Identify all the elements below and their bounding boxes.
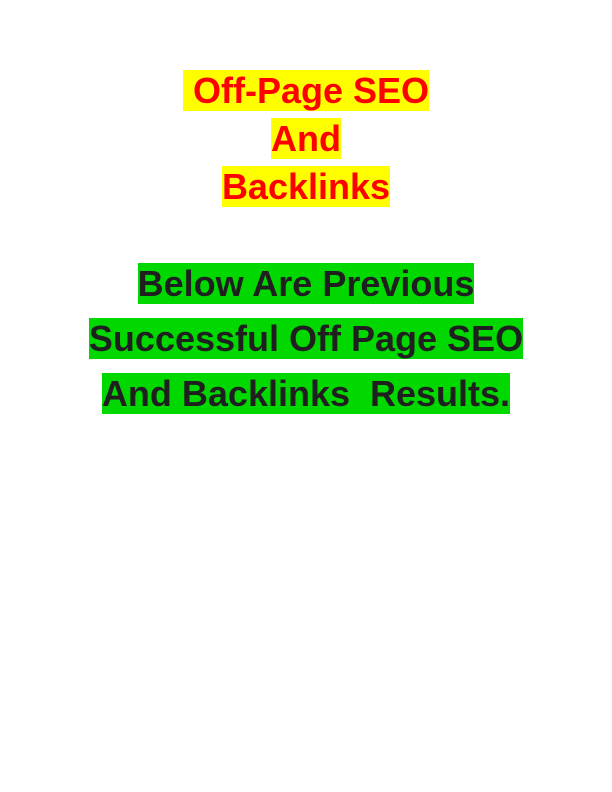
title-line: And (0, 115, 612, 163)
subtitle-line: Successful Off Page SEO (0, 311, 612, 366)
subtitle-line-1-highlighted-text: Below Are Previous (137, 263, 475, 304)
title-line: Off-Page SEO (0, 67, 612, 115)
title-line-1-highlighted-text: Off-Page SEO (182, 70, 430, 111)
title-block: Off-Page SEO And Backlinks (0, 67, 612, 211)
subtitle-line: Below Are Previous (0, 256, 612, 311)
subtitle-line-3-highlighted-text: And Backlinks Results. (101, 373, 511, 414)
title-line: Backlinks (0, 163, 612, 211)
subtitle-line-2-highlighted-text: Successful Off Page SEO (88, 318, 524, 359)
subtitle-line: And Backlinks Results. (0, 366, 612, 421)
subtitle-block: Below Are Previous Successful Off Page S… (0, 256, 612, 421)
title-line-3-highlighted-text: Backlinks (221, 166, 391, 207)
title-line-2-highlighted-text: And (271, 118, 341, 159)
